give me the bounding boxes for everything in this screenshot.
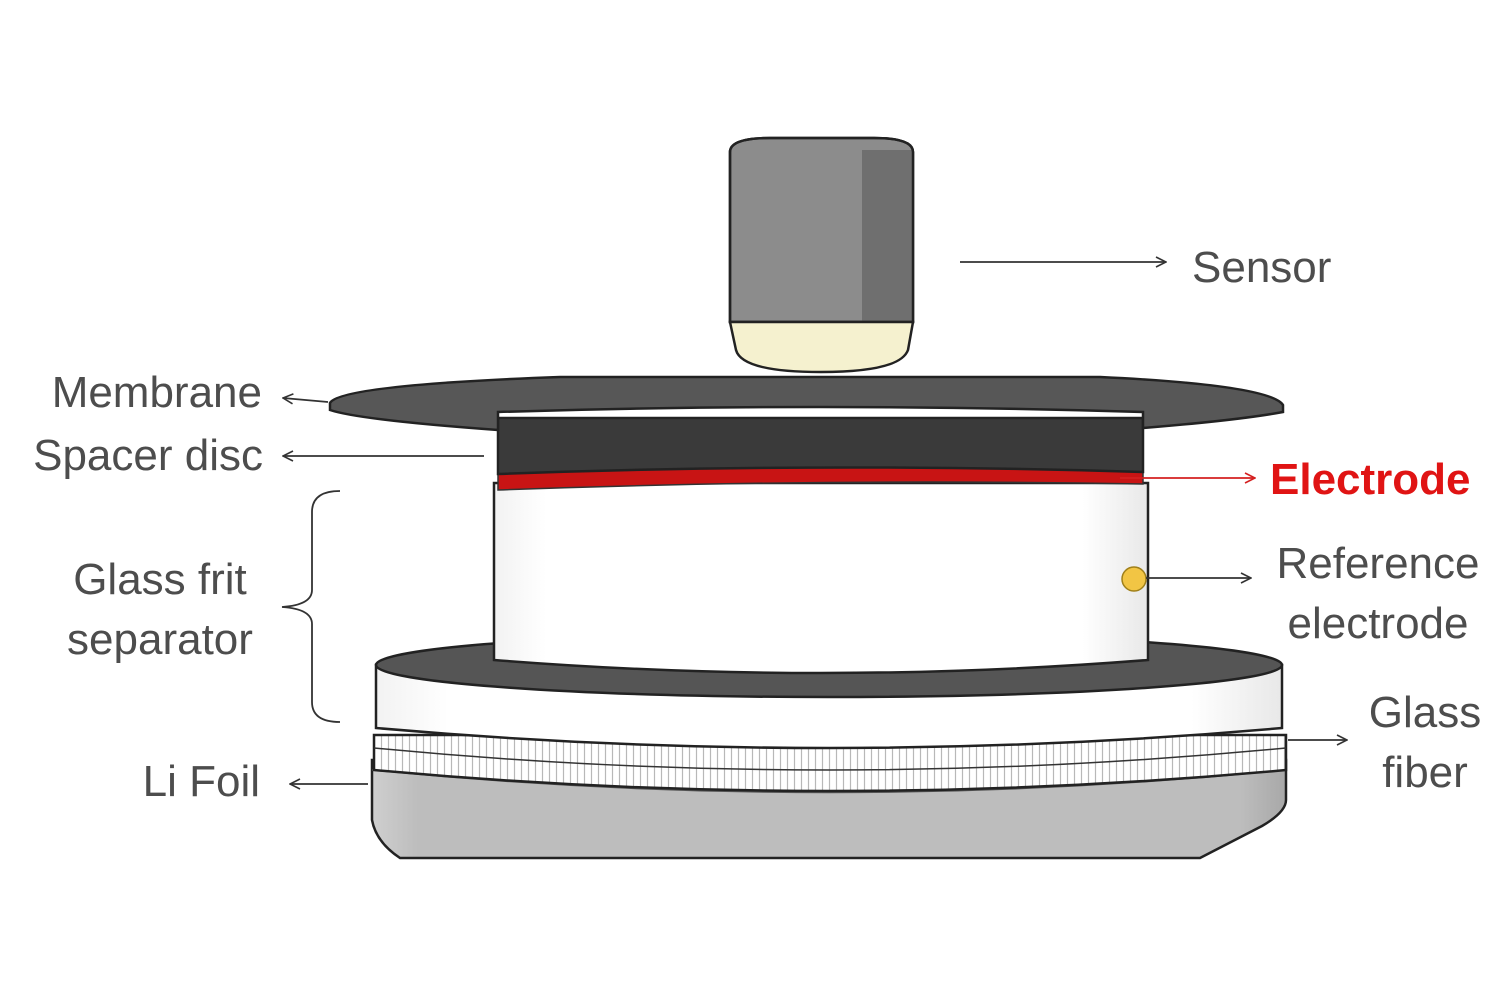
membrane-leader: [283, 398, 329, 402]
reference-electrode-dot: [1121, 566, 1147, 592]
label-membrane: Membrane: [52, 363, 262, 423]
label-li-foil-text: Li Foil: [142, 757, 260, 806]
label-sensor-text: Sensor: [1192, 243, 1332, 292]
label-glass-frit-line1: Glass frit: [73, 555, 247, 604]
label-electrode: Electrode: [1270, 450, 1471, 510]
label-glass-fiber-line2: fiber: [1382, 747, 1468, 797]
membrane: [328, 375, 1285, 432]
sensor: [728, 136, 915, 374]
spacer-disc: [496, 416, 1145, 476]
label-spacer-disc: Spacer disc: [33, 426, 263, 486]
label-reference-electrode-line2: electrode: [1287, 598, 1469, 648]
label-sensor: Sensor: [1192, 238, 1331, 298]
label-reference-electrode: Reference electrode: [1262, 534, 1494, 654]
label-li-foil: Li Foil: [143, 752, 260, 812]
glass-fiber-ring: [372, 733, 1288, 793]
glass-frit-brace: [281, 490, 341, 723]
label-glass-fiber: Glass fiber: [1352, 683, 1498, 803]
glass-frit-cylinder: [492, 481, 1150, 675]
label-glass-frit-line2: separator: [67, 614, 253, 664]
label-membrane-text: Membrane: [51, 368, 262, 417]
label-electrode-text: Electrode: [1270, 455, 1471, 504]
label-reference-electrode-line1: Reference: [1276, 539, 1480, 588]
label-glass-frit-separator: Glass frit separator: [50, 550, 270, 670]
label-spacer-disc-text: Spacer disc: [33, 431, 263, 480]
label-glass-fiber-line1: Glass: [1368, 688, 1482, 737]
